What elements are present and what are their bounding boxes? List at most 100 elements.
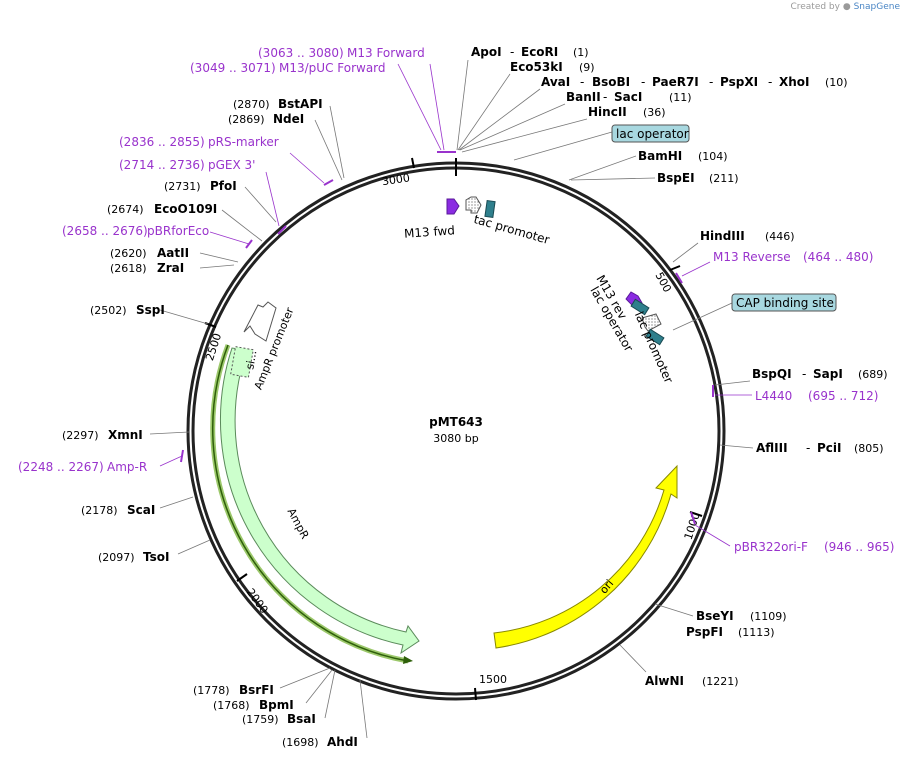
enzyme-sep: - <box>641 75 645 89</box>
tick-label-3000: 3000 <box>381 171 411 188</box>
enzyme-position: (2731) <box>164 180 201 193</box>
enzyme-position: (9) <box>579 61 595 74</box>
enzyme-label: XmnI <box>108 428 143 442</box>
enzyme-label: BsrFI <box>239 683 274 697</box>
enzyme-position: (104) <box>698 150 728 163</box>
enzyme-label: PciI <box>817 441 842 455</box>
tick-label-1500: 1500 <box>479 673 507 686</box>
lac-operator-right-2 <box>645 328 665 346</box>
tick-1500 <box>474 687 477 701</box>
plasmid-length: 3080 bp <box>433 432 478 445</box>
enzyme-label: AhdI <box>327 735 358 749</box>
tac-promoter-top-arrow <box>465 196 482 214</box>
enzyme-position: (2178) <box>81 504 118 517</box>
enzyme-label: PaeR7I <box>652 75 699 89</box>
tick-2000 <box>236 573 248 582</box>
enzyme-label: BseYI <box>696 609 734 623</box>
signal-sequence-label: si... <box>243 349 259 370</box>
enzyme-position: (2502) <box>90 304 127 317</box>
enzyme-position: (1778) <box>193 684 230 697</box>
credit-brand: SnapGene <box>853 2 900 12</box>
enzyme-label: SspI <box>136 303 165 317</box>
enzyme-label: BanII <box>566 90 601 104</box>
lac-operator-callout-box <box>611 124 690 143</box>
enzyme-label: HincII <box>588 105 627 119</box>
enzyme-label: HindIII <box>700 229 745 243</box>
enzyme-label: EcoRI <box>521 45 558 59</box>
enzyme-sep: - <box>802 367 806 381</box>
enzyme-position: (2620) <box>110 247 147 260</box>
primer-label: pRS-marker <box>208 135 279 149</box>
m13-fwd-label: M13 fwd <box>404 223 456 241</box>
enzyme-label: PspFI <box>686 625 723 639</box>
amp-r-arrowhead <box>403 656 413 664</box>
enzyme-label: PfoI <box>210 179 237 193</box>
amp-r-line-core <box>211 344 409 662</box>
enzyme-label: AflIII <box>756 441 788 455</box>
enzyme-position: (1759) <box>242 713 279 726</box>
enzyme-position: (2097) <box>98 551 135 564</box>
lac-promoter-right-arrow <box>641 313 662 332</box>
primer-mark-m13rev <box>675 272 683 284</box>
enzyme-position: (211) <box>709 172 739 185</box>
enzyme-position: (1) <box>573 46 589 59</box>
enzyme-label: SapI <box>813 367 843 381</box>
primer-label: pBR322ori-F <box>734 540 808 554</box>
enzyme-position: (2297) <box>62 429 99 442</box>
enzyme-position: (446) <box>765 230 795 243</box>
cap-binding-site-callout-label: CAP binding site <box>736 296 834 310</box>
enzyme-position: (689) <box>858 368 888 381</box>
enzyme-label: ApoI <box>471 45 502 59</box>
enzyme-position: (2674) <box>107 203 144 216</box>
primer-range: (2714 .. 2736) <box>119 158 205 172</box>
enzyme-label: BspEI <box>657 171 695 185</box>
enzyme-position: (2869) <box>228 113 265 126</box>
enzyme-sep: - <box>603 90 607 104</box>
primer-label: Amp-R <box>107 460 147 474</box>
primer-label: M13 Forward <box>347 46 425 60</box>
enzyme-label: TsoI <box>143 550 169 564</box>
enzyme-label: ScaI <box>127 503 155 517</box>
enzyme-position: (1768) <box>213 699 250 712</box>
primer-mark-prs <box>323 179 334 186</box>
enzyme-label: BstAPI <box>278 97 323 111</box>
tick-3000 <box>411 157 415 169</box>
enzyme-label: PspXI <box>720 75 758 89</box>
enzyme-label: BamHI <box>638 149 682 163</box>
ampr-feature-arrow <box>219 347 420 655</box>
enzyme-position: (1698) <box>282 736 319 749</box>
lac-operator-top <box>484 199 496 219</box>
enzyme-sep: - <box>806 441 810 455</box>
primer-range: (2248 .. 2267) <box>18 460 104 474</box>
enzyme-label: BpmI <box>259 698 294 712</box>
enzyme-position: (2618) <box>110 262 147 275</box>
enzyme-label: BsaI <box>287 712 316 726</box>
primer-range: (695 .. 712) <box>808 389 878 403</box>
enzyme-position: (1221) <box>702 675 739 688</box>
primer-leader-lines <box>159 63 752 547</box>
cap-binding-site-callout-box <box>731 293 837 312</box>
m13-fwd-arrow <box>446 198 460 215</box>
backbone-outer <box>186 161 726 701</box>
primer-label: M13 Reverse <box>713 250 791 264</box>
lac-operator-right-1 <box>630 298 650 316</box>
primer-label: pGEX 3' <box>208 158 255 172</box>
boxed-feature-leader-lines <box>513 131 733 331</box>
signal-sequence-box <box>230 346 254 378</box>
primer-range: (464 .. 480) <box>803 250 873 264</box>
primer-mark-pbr322 <box>690 511 696 525</box>
plasmid-name: pMT643 <box>429 415 483 429</box>
enzyme-leader-lines <box>149 59 754 739</box>
ampr-label: AmpR <box>285 506 312 541</box>
ampr-promoter-arrow <box>243 301 277 342</box>
tick-500 <box>669 265 681 271</box>
primer-range: (3063 .. 3080) <box>258 46 344 60</box>
lac-operator-callout-label: lac operator <box>616 127 689 141</box>
enzyme-label: BsoBI <box>592 75 630 89</box>
enzyme-sep: - <box>709 75 713 89</box>
enzyme-label: ZraI <box>157 261 184 275</box>
enzyme-label: Eco53kI <box>510 60 563 74</box>
enzyme-position: (2870) <box>233 98 270 111</box>
enzyme-label: XhoI <box>779 75 810 89</box>
